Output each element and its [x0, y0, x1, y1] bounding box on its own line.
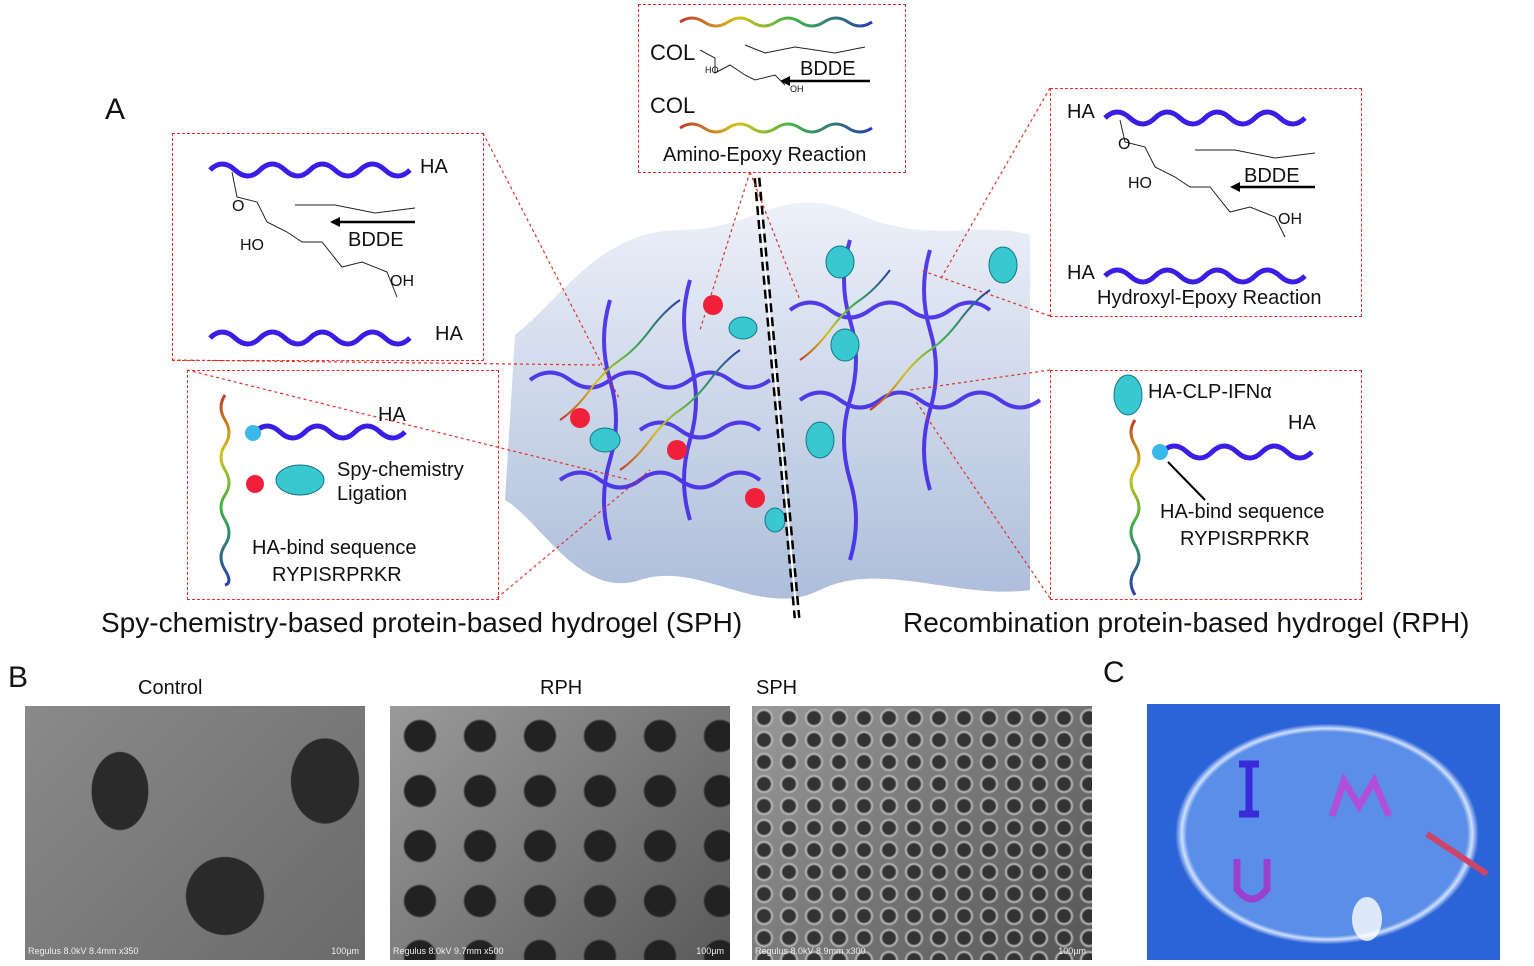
ifn-proteins	[589, 245, 1018, 533]
ha-network	[528, 239, 1042, 561]
ligation-label: Ligation	[337, 483, 408, 505]
sem-title-rph: RPH	[540, 677, 583, 699]
sem-title-sph: SPH	[756, 677, 798, 699]
left-crosslink-box	[172, 133, 484, 361]
o-label: O	[1118, 136, 1131, 153]
ho-label: HO	[240, 237, 264, 254]
ha-label: HA	[1067, 101, 1095, 123]
ha-label: HA	[435, 323, 463, 345]
panel-label-c: C	[1103, 656, 1125, 689]
recombination-box	[1050, 370, 1362, 600]
ha-label: HA	[420, 156, 448, 178]
sem-info: Regulus 8.0kV 8.9mm x300	[755, 946, 866, 956]
spy-tag-markers	[570, 295, 765, 508]
panel-label-b: B	[8, 661, 29, 694]
col-label: COL	[650, 40, 696, 65]
ha-bind-label: HA-bind sequence	[252, 537, 417, 559]
ha-label: HA	[1288, 412, 1316, 434]
sequence-label: RYPISRPRKR	[272, 564, 402, 586]
sem-info: Regulus 8.0kV 9.7mm x500	[393, 946, 504, 956]
ho-label: HO	[1128, 175, 1152, 192]
panel-label-a: A	[105, 93, 126, 126]
ha-bind-label: HA-bind sequence	[1160, 501, 1325, 523]
scale-bar-label: 100µm	[331, 946, 359, 956]
sem-image-sph: Regulus 8.0kV 8.9mm x300 100µm	[752, 706, 1092, 960]
ha-label: HA	[378, 404, 406, 426]
amino-epoxy-label: Amino-Epoxy Reaction	[663, 144, 867, 166]
scale-bar-label: 100µm	[1058, 946, 1086, 956]
bdde-label: BDDE	[1244, 165, 1300, 187]
col-label: COL	[650, 93, 696, 118]
rph-caption: Recombination protein-based hydrogel (RP…	[903, 607, 1470, 638]
ho-label: HO	[705, 65, 719, 75]
oh-label: OH	[390, 273, 414, 290]
sem-image-control: Regulus 8.0kV 8.4mm x350 100µm	[25, 706, 365, 960]
spy-chemistry-label: Spy-chemistry	[337, 459, 464, 481]
spy-chemistry-box	[187, 370, 499, 600]
scale-bar-label: 100µm	[696, 946, 724, 956]
amino-epoxy-box	[638, 4, 906, 173]
ha-label: HA	[1067, 262, 1095, 284]
bdde-label: BDDE	[348, 229, 404, 251]
sem-title-control: Control	[138, 677, 203, 699]
callout-lines	[171, 87, 1051, 599]
sem-info: Regulus 8.0kV 8.4mm x350	[28, 946, 139, 956]
oh-label: OH	[790, 84, 804, 94]
hydrogel-block	[505, 202, 1030, 599]
bdde-label: BDDE	[800, 58, 856, 80]
sequence-label: RYPISRPRKR	[1180, 528, 1310, 550]
hydroxyl-epoxy-label: Hydroxyl-Epoxy Reaction	[1097, 287, 1322, 309]
oh-label: OH	[1278, 211, 1302, 228]
construct-label: HA-CLP-IFNα	[1148, 381, 1272, 403]
written-letters	[1233, 760, 1489, 941]
sph-caption: Spy-chemistry-based protein-based hydrog…	[101, 607, 743, 638]
sem-image-rph: Regulus 8.0kV 9.7mm x500 100µm	[390, 706, 730, 960]
hydroxyl-epoxy-box	[1050, 88, 1362, 317]
hydrogel-writing-photo	[1147, 704, 1500, 960]
o-label: O	[232, 198, 245, 215]
